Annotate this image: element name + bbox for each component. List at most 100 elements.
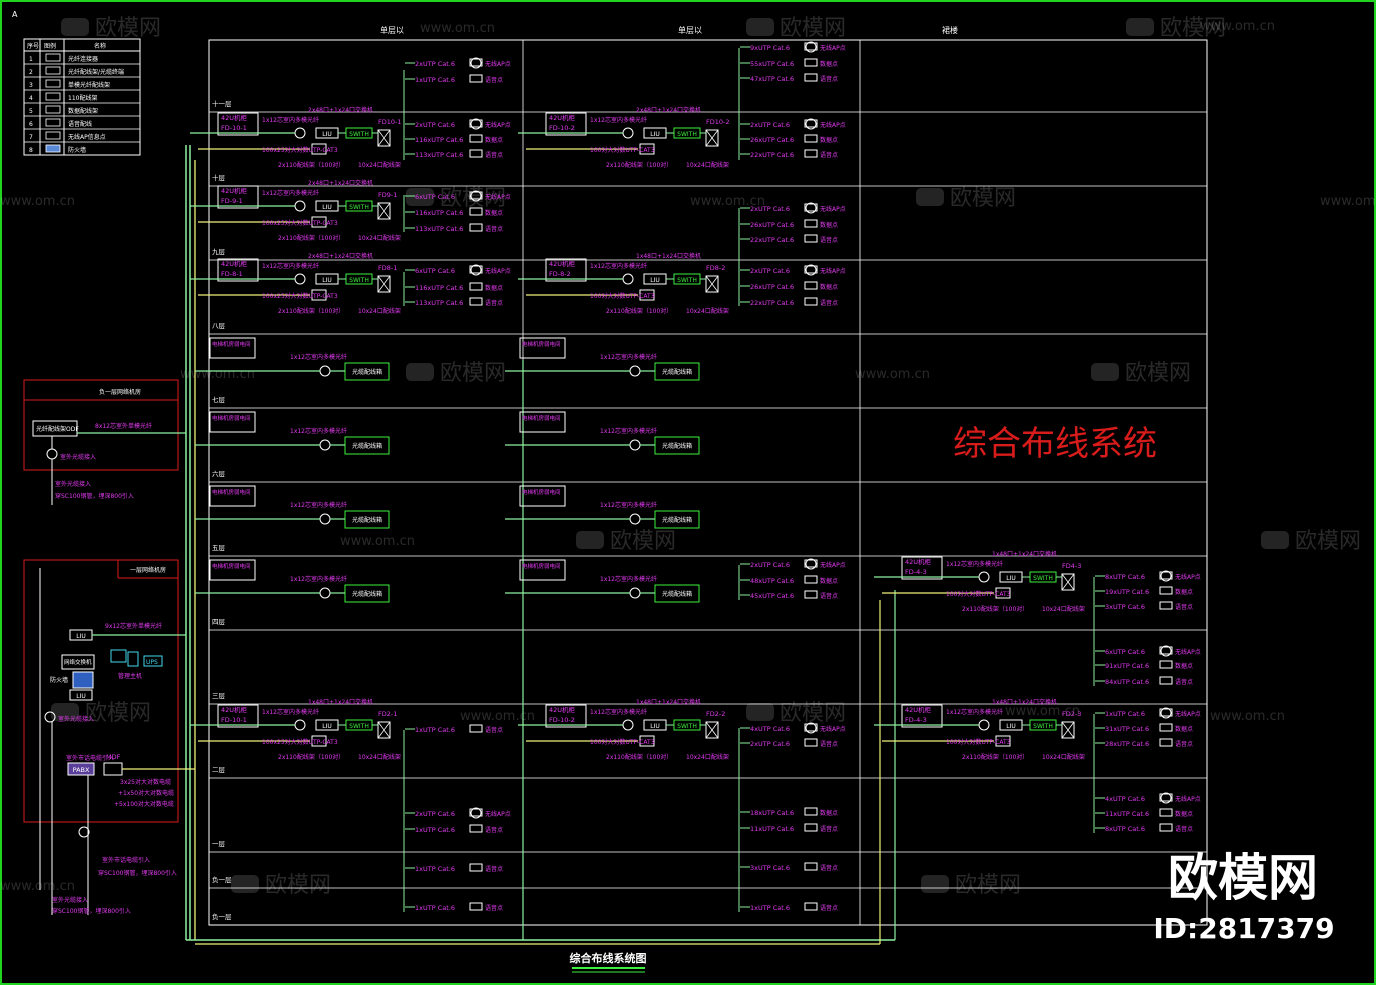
outlet-count: 116xUTP Cat.6 xyxy=(415,284,463,292)
fd-label: FD2-2 xyxy=(706,710,725,718)
ap-symbol xyxy=(470,190,482,202)
outlet-jack-symbol xyxy=(804,73,818,82)
fiber-label: 1x12芯室内多模光纤 xyxy=(600,353,657,361)
panel-cross xyxy=(705,129,719,147)
warm-room-box xyxy=(209,411,256,433)
outlet-type: 数据点 xyxy=(820,136,838,144)
outlet-jack-symbol xyxy=(804,590,818,599)
switch-label: 1x48口+1x24口交换机 xyxy=(308,698,373,706)
ext-label: 穿SC100钢管，埋深800引入 xyxy=(55,492,134,500)
warm-room-label: 电梯机房弱电间 xyxy=(212,340,251,348)
fiber-label: 1x12芯室内多模光纤 xyxy=(262,116,319,124)
outlet-jack-symbol xyxy=(804,119,818,128)
rack-id: FD-10-1 xyxy=(221,716,247,724)
legend-symbol xyxy=(45,131,61,140)
outlet-jack-symbol xyxy=(469,119,483,128)
watermark-logo: 欧模网 xyxy=(1261,529,1361,554)
warm-room-label: 电梯机房弱电间 xyxy=(212,414,251,422)
outlet-count: 2xUTP Cat.6 xyxy=(750,205,790,213)
outlet-count: 48xUTP Cat.6 xyxy=(750,577,794,585)
panel-cross xyxy=(377,129,391,147)
panel-label: 2x110配线架（100对） xyxy=(962,753,1028,761)
watermark-site: www.om.cn xyxy=(1200,19,1275,34)
warm-room-box xyxy=(519,559,566,581)
ext-label: 室外市话电缆引入 xyxy=(102,856,150,864)
rack-label-box xyxy=(901,556,943,580)
rack-label: 42U机柜 xyxy=(221,705,248,714)
outlet-count: 2xUTP Cat.6 xyxy=(750,561,790,569)
rack-id: FD-8-1 xyxy=(221,270,243,278)
fiber-connector-symbol xyxy=(629,439,641,451)
fd-label: FD4-3 xyxy=(1062,562,1081,570)
outlet-jack-symbol xyxy=(1159,708,1173,717)
panel-label: 2x110配线架（100对） xyxy=(606,161,672,169)
outlet-jack-symbol xyxy=(804,219,818,228)
outlet-count: 18xUTP Cat.6 xyxy=(750,809,794,817)
legend-row-name: 110配线架 xyxy=(68,94,97,102)
legend-row-no: 7 xyxy=(29,134,33,141)
outlet-count: 2xUTP Cat.6 xyxy=(415,121,455,129)
patch-panel-box xyxy=(1061,721,1075,739)
fiber-connector-symbol xyxy=(44,711,56,723)
outlet-type: 无线AP点 xyxy=(485,267,511,275)
fiber-label: 1x12芯室内多模光纤 xyxy=(290,353,347,361)
watermark-logo: 欧模网 xyxy=(916,186,1016,211)
fiber-dist-label: 光缆配线箱 xyxy=(352,590,382,598)
outlet-jack-symbol xyxy=(1159,723,1173,732)
watermark-logo: 欧模网 xyxy=(746,701,846,726)
network-room-b1 xyxy=(23,379,179,471)
outlet-type: 数据点 xyxy=(1175,725,1193,733)
warm-room-box xyxy=(519,485,566,507)
rack-label-box xyxy=(545,258,587,282)
watermark-logo: 欧模网 xyxy=(576,529,676,554)
patch24-label: 10x24口配线架 xyxy=(1042,605,1085,613)
cable-label: 100x25对大对数UTP-CAT3 xyxy=(262,292,338,300)
switch-label: 1x48口+1x24口交换机 xyxy=(636,698,701,706)
watermark-text: 欧模网 xyxy=(780,701,846,726)
floor-label: 七层 xyxy=(212,395,226,404)
outlet-jack-symbol xyxy=(469,134,483,143)
outlet-count: 11xUTP Cat.6 xyxy=(1105,810,1149,818)
warm-room-box xyxy=(519,411,566,433)
panel-label: 2x110配线架（100对） xyxy=(278,307,344,315)
ups-box xyxy=(143,655,163,667)
mgmt-label: 管理主机 xyxy=(118,672,142,680)
outlet-type: 语音点 xyxy=(485,225,503,233)
fd-label: FD10-2 xyxy=(706,118,730,126)
outlet-jack-symbol xyxy=(1159,646,1173,655)
rack-label-box xyxy=(545,704,587,728)
outlet-count: 19xUTP Cat.6 xyxy=(1105,588,1149,596)
outlet-count: 45xUTP Cat.6 xyxy=(750,592,794,600)
rack-id: FD-4-3 xyxy=(905,568,927,576)
cable-label: 100对大对数UTP-CAT3 xyxy=(590,146,655,154)
ext-label: 室外光缆接入 xyxy=(58,715,94,723)
outlet-type: 语音点 xyxy=(820,75,838,83)
cable-label: 100x25对大对数UTP-CAT3 xyxy=(262,146,338,154)
legend-row-no: 6 xyxy=(29,121,33,128)
outlet-type: 语音点 xyxy=(485,904,503,912)
watermark-sofa-icon xyxy=(61,18,89,36)
outlet-count: 91xUTP Cat.6 xyxy=(1105,662,1149,670)
outlet-jack-symbol xyxy=(1159,738,1173,747)
patch-panel-box xyxy=(705,721,719,739)
watermark-logo: 欧模网 xyxy=(1126,16,1226,41)
warm-room-label: 电梯机房弱电间 xyxy=(212,488,251,496)
floor-label: 三层 xyxy=(212,692,226,700)
outlet-jack-symbol xyxy=(804,738,818,747)
watermark-text: 欧模网 xyxy=(1295,529,1361,554)
outlet-count: 1xUTP Cat.6 xyxy=(415,865,455,873)
cable-label: 100对大对数UTP-CAT3 xyxy=(590,738,655,746)
outlet-count: 28xUTP Cat.6 xyxy=(1105,740,1149,748)
outlet-count: 116xUTP Cat.6 xyxy=(415,136,463,144)
outlet-type: 语音点 xyxy=(485,151,503,159)
watermark-site: www.om.cn xyxy=(0,194,75,209)
patch24-label: 10x24口配线架 xyxy=(686,753,729,761)
outlet-count: 22xUTP Cat.6 xyxy=(750,236,794,244)
column-header-mid: 单层以 xyxy=(678,25,702,35)
patch24-label: 10x24口配线架 xyxy=(358,234,401,242)
rack-id: FD-8-2 xyxy=(549,270,571,278)
legend-header: 名称 xyxy=(94,42,106,50)
voice-panel-box xyxy=(639,143,655,155)
system-title: 综合布线系统 xyxy=(953,424,1157,464)
outlet-jack-symbol xyxy=(469,58,483,67)
